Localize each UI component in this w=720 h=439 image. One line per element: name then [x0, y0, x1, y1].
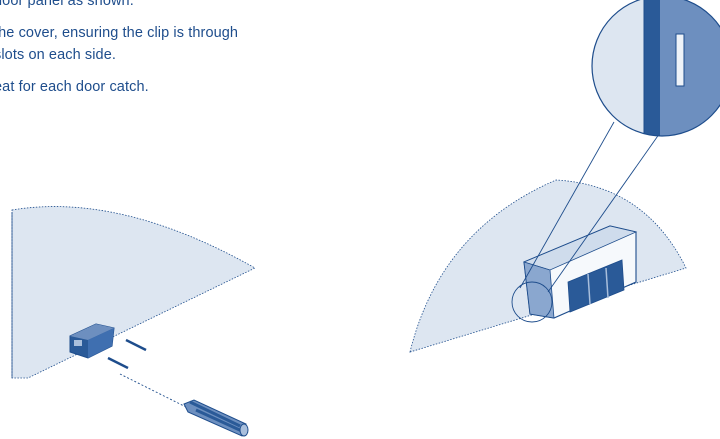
instruction-text: door panel as shown. the cover, ensuring…	[0, 0, 334, 108]
right-illustration	[409, 0, 720, 353]
instruction-line-2a: the cover, ensuring the clip is through	[0, 25, 239, 41]
instruction-line-2b: slots on each side.	[0, 47, 116, 63]
screwdriver-icon	[183, 399, 249, 437]
screwdriver-guide-line	[119, 373, 189, 409]
door-catch-block	[69, 323, 115, 359]
magnified-detail	[591, 0, 720, 137]
instruction-line-1: door panel as shown.	[0, 0, 134, 9]
left-door-panel	[11, 206, 256, 379]
detail-callout-circle	[511, 281, 553, 323]
fitted-door-catch	[522, 225, 638, 319]
screw-icon	[107, 338, 147, 370]
left-illustration	[11, 206, 256, 437]
instruction-line-3: eat for each door catch.	[0, 79, 149, 95]
